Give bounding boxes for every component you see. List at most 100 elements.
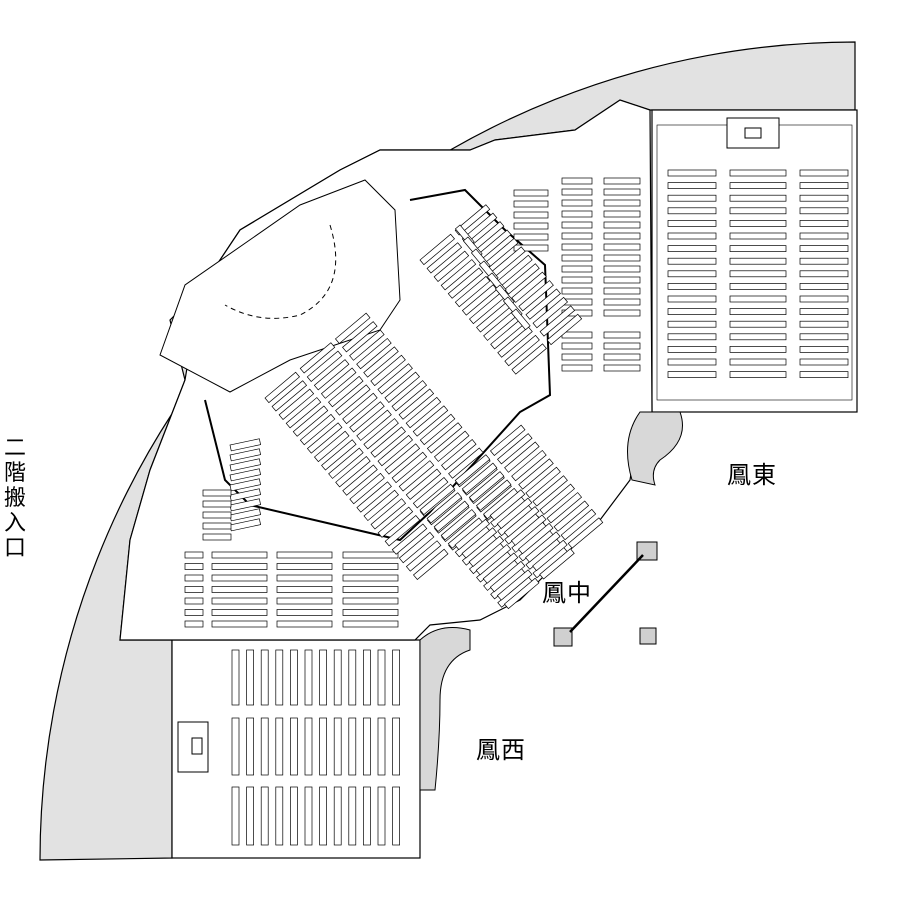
seat-row [667, 169, 717, 177]
seat-row [667, 295, 717, 303]
seat-row [513, 233, 549, 241]
seat-row [799, 270, 849, 278]
seat-row [384, 443, 421, 475]
seat-row [184, 609, 204, 616]
seat-row [799, 194, 849, 202]
seat-row [729, 169, 787, 177]
seat-row [561, 331, 593, 339]
seat-row [304, 717, 313, 776]
seat-row [290, 717, 298, 776]
seat-row [511, 343, 547, 375]
seat-row [510, 514, 547, 546]
seat-row [496, 569, 533, 601]
seat-row [560, 508, 597, 541]
seat-row [468, 535, 505, 567]
seat-row [412, 548, 449, 581]
seat-row [184, 563, 204, 570]
seat-row [667, 283, 717, 290]
seat-row [342, 574, 399, 582]
seat-row [184, 586, 204, 593]
seat-row [489, 489, 526, 521]
seat-row [229, 458, 262, 472]
seating [184, 169, 849, 846]
seat-row [363, 649, 371, 706]
seat-row [275, 717, 284, 776]
seat-row [333, 786, 342, 846]
seat-row [532, 296, 569, 329]
seat-row [391, 451, 428, 484]
seat-row [518, 522, 554, 555]
seat-row [231, 786, 240, 846]
seat-row [667, 257, 717, 265]
stage-apron [224, 224, 337, 319]
seat-row [511, 271, 547, 303]
seat-row [229, 488, 262, 502]
seat-row [319, 717, 327, 776]
seat-row [799, 232, 849, 240]
seat-row [729, 333, 787, 341]
seat-row [184, 551, 204, 559]
seat-row [496, 497, 533, 529]
seat-row [342, 321, 378, 353]
seat-row [391, 380, 428, 412]
seat-row [384, 515, 421, 547]
seat-row [603, 232, 641, 240]
seat-row [348, 717, 357, 776]
seat-row [729, 232, 787, 240]
seat-row [202, 522, 232, 530]
seat-row [561, 364, 593, 372]
seat-row [426, 422, 463, 454]
seat-row [603, 309, 641, 317]
seat-row [306, 422, 343, 454]
seat-row [304, 649, 313, 706]
seat-row [433, 250, 470, 282]
seat-row [377, 434, 414, 467]
seat-row [202, 511, 232, 519]
seat-row [304, 786, 313, 846]
seat-row [461, 284, 498, 316]
seat-row [553, 500, 590, 532]
seat-row [561, 199, 593, 207]
room-label-east: 鳳東 [727, 461, 777, 489]
seat-row [561, 276, 593, 284]
seat-row [468, 471, 505, 503]
seat-row [603, 265, 641, 273]
seat-row [511, 449, 547, 482]
seat-row [729, 207, 787, 215]
seat-row [799, 257, 849, 265]
seat-row [799, 245, 849, 252]
seat-row [532, 475, 568, 507]
seat-row [513, 244, 549, 252]
seat-row [275, 649, 284, 706]
seat-row [356, 409, 392, 441]
seat-row [211, 586, 268, 593]
seat-row [211, 574, 268, 582]
seat-row [729, 371, 787, 378]
seat-row [667, 371, 717, 378]
seat-row [729, 295, 787, 303]
seat-row [342, 392, 378, 425]
seat-row [426, 242, 463, 274]
seat-row [729, 358, 787, 366]
seat-row [441, 439, 477, 471]
seat-row [229, 498, 262, 512]
seat-row [276, 609, 333, 616]
seat-row [539, 305, 576, 337]
seat-row [561, 353, 593, 361]
seat-row [211, 597, 268, 605]
seat-row [454, 518, 490, 551]
seat-row [184, 597, 204, 605]
pillar [639, 627, 657, 645]
seat-row [377, 786, 386, 846]
seat-row [561, 232, 593, 240]
seat-row [377, 506, 414, 538]
seat-row [561, 177, 593, 185]
seat-row [229, 468, 262, 482]
seat-row [603, 254, 641, 262]
seat-row [391, 523, 428, 555]
seat-row [184, 620, 204, 628]
seat-row [328, 375, 364, 408]
seat-row [246, 786, 254, 846]
seat-row [448, 447, 484, 479]
